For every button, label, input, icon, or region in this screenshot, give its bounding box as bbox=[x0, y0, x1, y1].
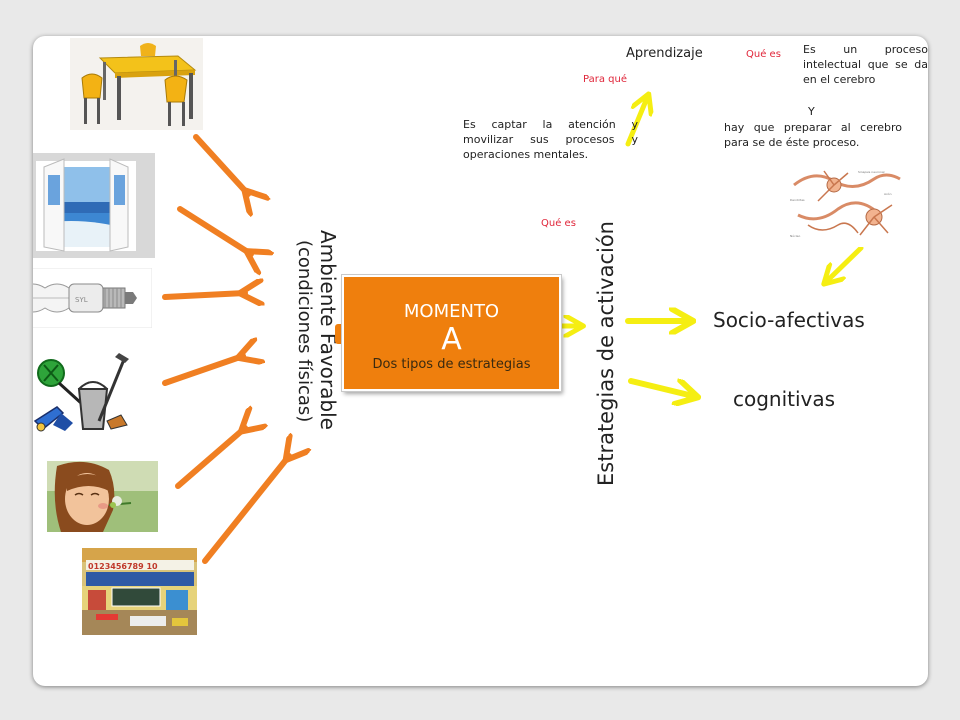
window-image bbox=[33, 153, 155, 258]
aprendizaje-label: Aprendizaje bbox=[626, 46, 703, 61]
cleaning-tools-image bbox=[33, 351, 133, 441]
arrow-to-table bbox=[193, 134, 248, 194]
arrow-to-aprendizaje bbox=[625, 98, 647, 147]
svg-text:0123456789 10: 0123456789 10 bbox=[88, 562, 158, 571]
arrow-to-cognitivas bbox=[628, 378, 693, 396]
child-smelling-flower-image bbox=[47, 461, 158, 532]
activation-definition: Es captar la atención y movilizar sus pr… bbox=[463, 118, 638, 161]
momento-subtitle: Dos tipos de estrategias bbox=[372, 357, 531, 372]
svg-text:Axón: Axón bbox=[884, 192, 892, 196]
ambiente-favorable-label: Ambiente Favorable bbox=[316, 230, 340, 430]
brain-preparation-note: hay que preparar al cerebro para se de é… bbox=[724, 121, 902, 149]
condiciones-fisicas-label: (condiciones físicas) bbox=[294, 240, 315, 423]
svg-text:SYL: SYL bbox=[75, 296, 88, 304]
svg-text:Sinapsis neuronal: Sinapsis neuronal bbox=[858, 170, 885, 174]
arrow-to-child bbox=[175, 428, 245, 489]
momento-a-box: MOMENTO A Dos tipos de estrategias bbox=[342, 275, 561, 391]
que-es-label: Qué es bbox=[541, 218, 576, 229]
aprendizaje-definition: Es un proceso intelectual que se da en e… bbox=[803, 43, 928, 86]
y-connector: Y bbox=[808, 105, 815, 118]
arrow-to-window bbox=[177, 206, 251, 254]
light-bulb-image: SYL bbox=[33, 268, 152, 328]
classroom-image: 0123456789 10 bbox=[82, 548, 197, 635]
svg-text:Núcleo: Núcleo bbox=[790, 234, 800, 238]
socio-afectivas-label: Socio-afectivas bbox=[713, 308, 865, 332]
arrow-brain-to-socioafectivas bbox=[827, 245, 864, 281]
arrow-to-bulb bbox=[162, 293, 245, 297]
para-que-label: Para qué bbox=[583, 74, 627, 85]
aprendizaje-que-es-label: Qué es bbox=[746, 49, 781, 60]
arrow-to-cleaning bbox=[162, 356, 243, 386]
arrow-to-classroom bbox=[202, 456, 289, 564]
cognitivas-label: cognitivas bbox=[733, 387, 836, 411]
estrategias-activacion-label: Estrategias de activación bbox=[594, 221, 618, 486]
slide-canvas: SYL bbox=[33, 36, 928, 686]
momento-title: MOMENTO bbox=[403, 301, 500, 322]
svg-text:Dendritas: Dendritas bbox=[790, 198, 805, 202]
ambiente-heading-group: Ambiente Favorable (condiciones físicas) bbox=[284, 230, 340, 480]
arrow-layer bbox=[162, 36, 864, 564]
table-chairs-image bbox=[70, 38, 203, 130]
momento-letter: A bbox=[441, 322, 462, 357]
neuron-diagram-image: Sinapsis neuronal Dendritas Axón Núcleo bbox=[788, 165, 906, 247]
